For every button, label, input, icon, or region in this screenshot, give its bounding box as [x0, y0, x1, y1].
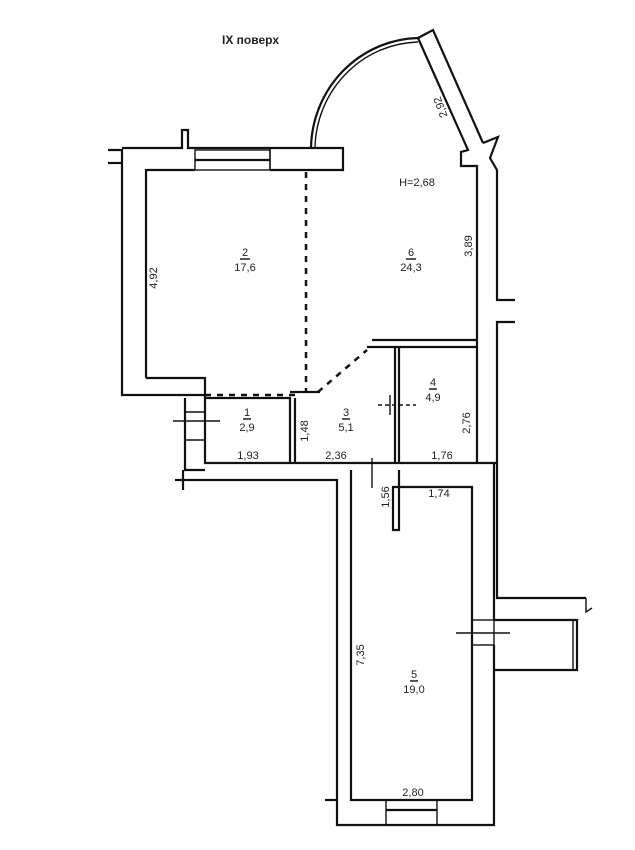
room-number: 6 [408, 247, 414, 259]
room-area: 5,1 [338, 422, 353, 434]
room-area: 2,9 [239, 422, 254, 434]
svg-text:3,89: 3,89 [463, 235, 475, 256]
svg-text:1,48: 1,48 [299, 420, 311, 441]
room-number: 2 [242, 247, 248, 259]
room-labels: 2 17,6 6 24,3 1 2,9 3 5,1 4 4,9 5 19,0 H… [234, 177, 440, 696]
svg-text:1,93: 1,93 [237, 450, 258, 462]
open-zone-boundaries [205, 172, 368, 397]
room-number: 3 [343, 407, 349, 419]
dimension-labels: 2,92 3,89 4,92 1,48 2,76 1,93 2,36 1,76 … [148, 95, 475, 799]
room-area: 24,3 [400, 262, 421, 274]
svg-text:4,92: 4,92 [148, 267, 160, 288]
room-area: 4,9 [425, 392, 440, 404]
curved-window [309, 36, 419, 149]
svg-text:1,76: 1,76 [431, 450, 452, 462]
room-number: 1 [244, 407, 250, 419]
walls [108, 28, 593, 827]
room-area: 17,6 [234, 262, 255, 274]
svg-text:7,35: 7,35 [355, 644, 367, 665]
room-number: 4 [430, 377, 436, 389]
room-number: 5 [411, 669, 417, 681]
svg-text:2,76: 2,76 [461, 412, 473, 433]
ceiling-height: H=2,68 [399, 177, 435, 189]
floor-title: IX поверх [222, 33, 279, 47]
room-area: 19,0 [403, 684, 424, 696]
svg-text:1,56: 1,56 [380, 486, 392, 507]
window [385, 799, 438, 826]
svg-text:2,36: 2,36 [325, 450, 346, 462]
svg-text:1,74: 1,74 [428, 488, 449, 500]
svg-text:2,80: 2,80 [402, 787, 423, 799]
